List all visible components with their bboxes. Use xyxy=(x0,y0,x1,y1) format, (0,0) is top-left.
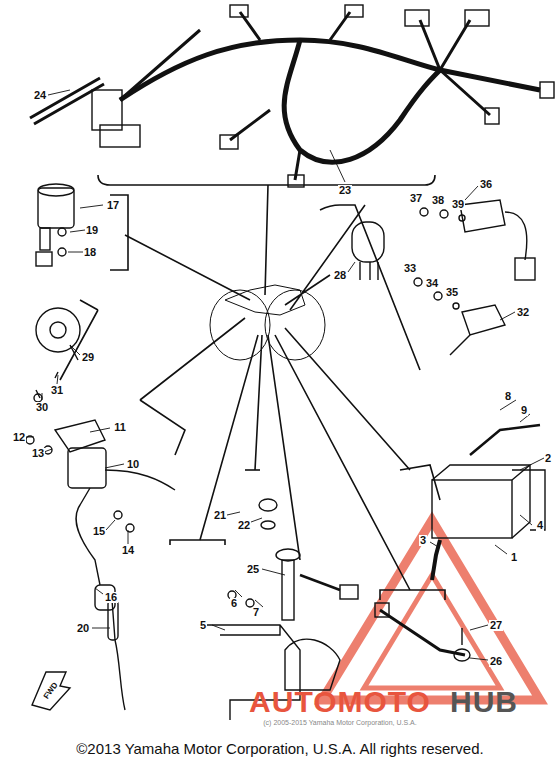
callout-number: 26 xyxy=(489,656,503,667)
direction-label: FWD xyxy=(42,681,59,701)
rectifier xyxy=(420,200,535,280)
callout-number: 27 xyxy=(489,620,503,631)
grommet xyxy=(259,499,277,529)
wire-lead xyxy=(108,600,125,710)
callout-number: 14 xyxy=(121,545,135,556)
callout-number: 35 xyxy=(445,287,459,298)
regulator xyxy=(414,278,505,355)
callout-number: 20 xyxy=(76,623,90,634)
callout-number: 23 xyxy=(338,185,352,196)
callout-number: 25 xyxy=(246,564,260,575)
callout-number: 30 xyxy=(35,402,49,413)
forward-arrow xyxy=(32,672,70,710)
ignition-coil xyxy=(26,420,175,610)
watermark-text: HUB xyxy=(450,687,518,717)
callout-number: 11 xyxy=(113,422,127,433)
callout-number: 19 xyxy=(85,225,99,236)
callout-number: 36 xyxy=(479,179,493,190)
callout-number: 3 xyxy=(419,535,427,546)
callout-number: 34 xyxy=(425,278,439,289)
callout-number: 32 xyxy=(516,307,530,318)
callout-number: 5 xyxy=(199,620,207,631)
callout-number: 18 xyxy=(83,247,97,258)
callout-number: 21 xyxy=(213,510,227,521)
callout-number: 9 xyxy=(520,405,528,416)
callout-number: 17 xyxy=(106,200,120,211)
callout-number: 13 xyxy=(31,448,45,459)
callout-number: 12 xyxy=(12,432,26,443)
leader-line xyxy=(26,90,544,660)
watermark-text: AUTOMOTO xyxy=(249,687,431,717)
callout-number: 16 xyxy=(104,592,118,603)
horn xyxy=(34,308,80,402)
callout-number: 10 xyxy=(126,459,140,470)
callout-number: 4 xyxy=(536,520,544,531)
callout-number: 39 xyxy=(451,199,465,210)
flasher-relay xyxy=(352,222,384,280)
callout-number: 38 xyxy=(431,195,445,206)
callout-number: 22 xyxy=(237,520,251,531)
watermark-triangle xyxy=(322,520,540,700)
group-bracket xyxy=(60,175,445,600)
callout-number: 31 xyxy=(50,385,64,396)
callout-number: 6 xyxy=(230,598,238,609)
callout-number: 2 xyxy=(544,453,552,464)
callout-number: 33 xyxy=(403,263,417,274)
caption: ©2013 Yamaha Motor Corporation, U.S.A. A… xyxy=(76,741,483,756)
main-switch xyxy=(36,184,74,266)
callout-number: 1 xyxy=(510,552,518,563)
callout-number: 15 xyxy=(92,526,106,537)
callout-number: 24 xyxy=(33,90,47,101)
wire-harness xyxy=(30,5,554,187)
callout-number: 29 xyxy=(81,352,95,363)
fuse-holder xyxy=(375,603,470,661)
motorcycle-outline xyxy=(210,285,325,360)
copyright-note: (c) 2005-2015 Yamaha Motor Corporation, … xyxy=(263,719,416,726)
battery xyxy=(432,425,545,580)
callout-number: 8 xyxy=(504,391,512,402)
callout-number: 37 xyxy=(409,193,423,204)
callout-number: 7 xyxy=(252,607,260,618)
callout-number: 28 xyxy=(333,270,347,281)
